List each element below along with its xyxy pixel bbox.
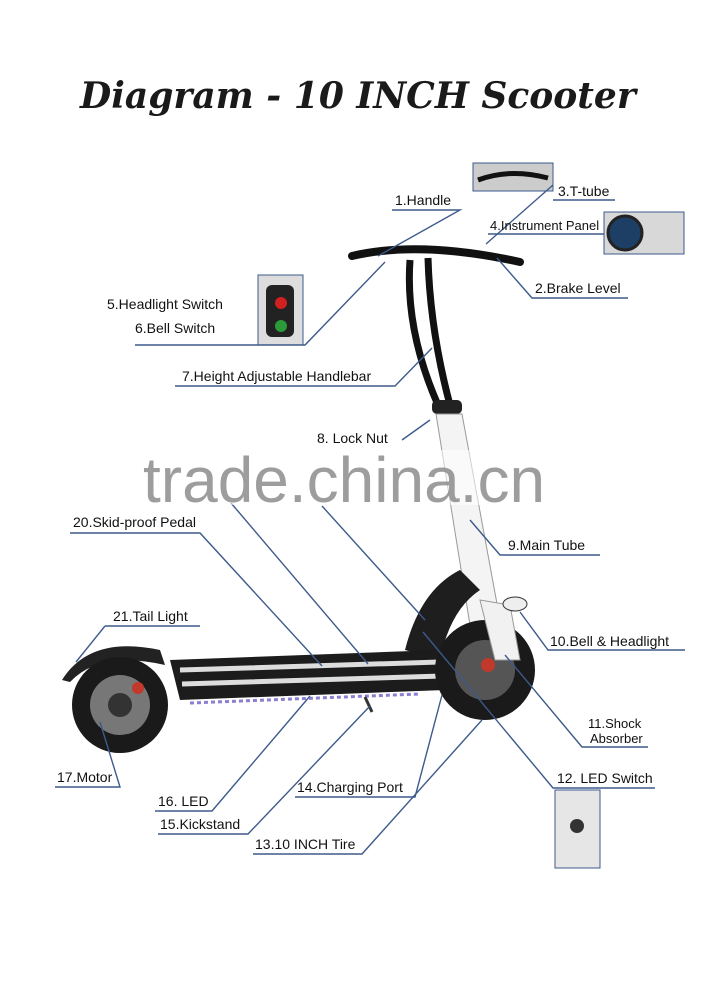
label-tire: 13.10 INCH Tire [255, 836, 356, 852]
label-skid-proof-pedal: 20.Skid-proof Pedal [73, 514, 196, 530]
label-lock-nut: 8. Lock Nut [317, 430, 388, 446]
label-charging-port: 14.Charging Port [297, 779, 403, 795]
label-bell-headlight: 10.Bell & Headlight [550, 633, 669, 649]
label-tail-light: 21.Tail Light [113, 608, 188, 624]
watermark: trade.china.cn [143, 444, 545, 516]
label-headlight-switch: 5.Headlight Switch [107, 296, 223, 312]
label-kickstand: 15.Kickstand [160, 816, 240, 832]
label-motor: 17.Motor [57, 769, 113, 785]
label-shock-absorber-1: 11.Shock [588, 716, 642, 731]
label-main-tube: 9.Main Tube [508, 537, 585, 553]
label-handle: 1.Handle [395, 192, 451, 208]
label-led: 16. LED [158, 793, 209, 809]
diagram-title: Diagram - 10 INCH Scooter [79, 75, 639, 117]
label-height-adjustable-handlebar: 7.Height Adjustable Handlebar [182, 368, 371, 384]
label-led-switch: 12. LED Switch [557, 770, 653, 786]
label-bell-switch: 6.Bell Switch [135, 320, 215, 336]
label-t-tube: 3.T-tube [558, 183, 610, 199]
label-instrument-panel: 4.Instrument Panel [490, 218, 599, 233]
label-brake-level: 2.Brake Level [535, 280, 621, 296]
label-shock-absorber-2: Absorber [590, 731, 643, 746]
leader-lines [55, 184, 685, 855]
